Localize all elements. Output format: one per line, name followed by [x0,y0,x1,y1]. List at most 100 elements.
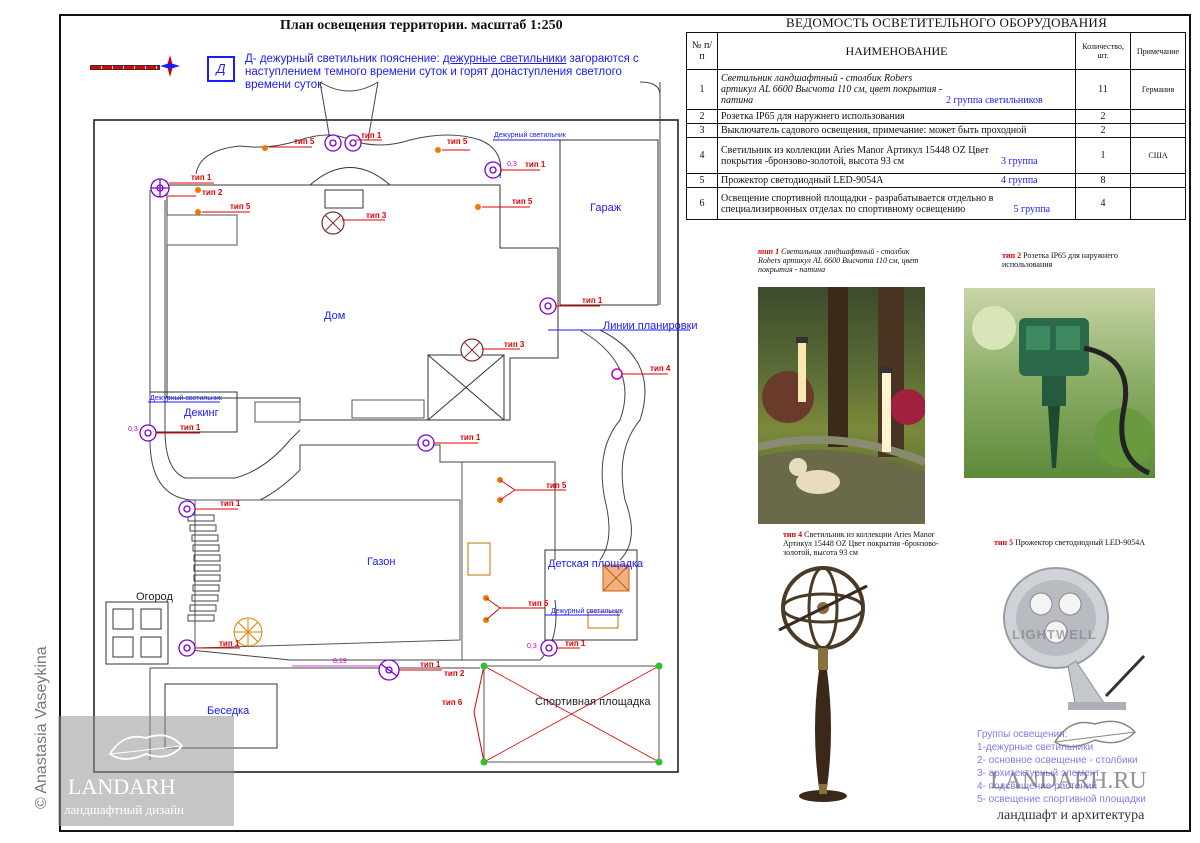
photo-outdoor-socket [964,288,1155,478]
side-path-inner [164,200,301,479]
site-watermark: LANDARH.RU [990,768,1147,794]
plan-type-label: тип 1 [420,660,441,669]
area-house: Дом [324,310,346,322]
light-marker-9 [178,639,196,657]
light-marker-3 [344,134,362,152]
aries-manor-lamp [778,566,868,802]
compass-icon [160,55,180,77]
caption-type5: тип 5 Прожектор светодиодный LED-9054A [994,538,1145,547]
sundial-feature [233,617,263,647]
duty-label-3: Дежурный светильник [551,608,623,615]
planning-curve [599,329,646,561]
house-wing [166,214,238,246]
group-item: 3- архитектурный элемент [977,768,1100,779]
schedule-header: № п/п НАИМЕНОВАНИЕ Количество, шт. Приме… [686,32,1186,70]
plan-type-label: тип 5 [230,202,251,211]
spotlight-markers [195,145,503,623]
duty-legend-marker: Д [207,56,235,82]
site-plan [93,81,690,773]
garage-outline [559,139,659,306]
garage-drive [639,81,661,305]
light-marker-4 [484,161,502,179]
plan-type-label: тип 1 [219,639,240,648]
planning-curve-2 [579,329,626,561]
equipment-schedule: № п/п НАИМЕНОВАНИЕ Количество, шт. Приме… [686,32,1186,220]
switch-marker-2 [460,338,484,362]
group-item: 1-дежурные светильники [977,742,1094,753]
landarh-logo: LANDARH ландшафтный дизайн [58,716,234,826]
light-marker-1 [150,178,170,198]
schedule-row: 4 Светильник из коллекции Aries Manor Ар… [686,137,1186,174]
vegetable-garden [105,601,169,665]
aries-light-marker [611,368,623,380]
group-item: 5- освещение спортивной площадки [977,794,1146,805]
decking [150,391,238,433]
light-marker-8 [178,500,196,518]
plan-type-label: тип 1 [220,499,241,508]
house-outline [166,184,559,421]
area-playground: Детская площадка [548,558,644,570]
light-marker-2 [324,134,342,152]
area-garden: Огород [136,591,173,603]
plan-type-label: тип 5 [528,599,549,608]
oak-leaf-icon [1053,720,1137,748]
logo-name: LANDARH [68,774,176,799]
dim-label-3: 0,3 [527,643,537,650]
schedule-title: ВЕДОМОСТЬ ОСВЕТИТЕЛЬНОГО ОБОРУДОВАНИЯ [786,15,1108,30]
groups-title: Группы освещения: [977,729,1068,740]
spotlight-brand: LIGHTWELL [1012,627,1097,642]
entrance-path [319,81,379,141]
schedule-row: 6 Освещение спортивной площадки - разраб… [686,187,1186,220]
plan-type-label: тип 5 [294,137,315,146]
caption-type4: тип 4 Светильник из коллекции Aries Mano… [783,530,939,557]
sheet-border [59,14,1191,832]
dim-label-2: 0,3 [128,426,138,433]
area-planning-lines: Линии планировки [603,320,698,332]
lawn-outline [194,499,461,649]
plan-type-label: тип 1 [525,160,546,169]
plan-type-label: тип 2 [444,669,465,678]
photo-bollard-light [758,287,925,524]
group-item: 4- подсвещение растений [977,781,1097,792]
terrace-block [351,399,425,419]
dim-label-long: 8,19 [333,658,347,665]
plan-type-label: тип 3 [504,340,525,349]
area-decking: Декинг [184,407,219,419]
dim-label-1: 0,3 [507,161,517,168]
caption-type1: тип 1 Светильник ландшафтный - столбик R… [758,247,919,274]
duty-label-2: Дежурный светильник [150,395,222,402]
light-marker-10 [540,639,558,657]
plan-type-label: тип 3 [366,211,387,220]
light-marker-7 [417,434,435,452]
plan-type-label: тип 1 [180,423,201,432]
deck-steps [254,401,301,423]
plan-type-label: тип 6 [442,698,463,707]
area-lawn: Газон [367,556,396,568]
area-gazebo: Беседка [207,705,250,717]
sports-ground [473,662,663,766]
plot-boundary [93,119,679,773]
plan-type-label: тип 1 [582,296,603,305]
area-sport: Спортивная площадка [535,696,651,708]
plan-type-label: тип 5 [512,197,533,206]
logo-leaf-icon [108,734,184,760]
schedule-row: 2 Розетка IP65 для наружнего использован… [686,109,1186,124]
plan-type-label: тип 1 [361,131,382,140]
stepping-stones [187,514,221,622]
plan-type-label: тип 1 [460,433,481,442]
leader-lines [156,139,668,671]
group-item: 2- основное освещение - столбики [977,755,1138,766]
caption-type2: тип 2 Розетка IP65 для наружнего использ… [1002,251,1118,269]
plan-type-label: тип 5 [546,481,567,490]
porch-steps [324,189,364,209]
playground-outline [544,549,638,641]
plan-type-label: тип 1 [565,639,586,648]
light-marker-6 [139,424,157,442]
plan-type-label: тип 5 [447,137,468,146]
plan-title: План освещения территории. масштаб 1:250 [280,18,563,33]
area-garage: Гараж [590,202,622,214]
plan-type-label: тип 1 [191,173,212,182]
switch-marker-1 [321,211,345,235]
